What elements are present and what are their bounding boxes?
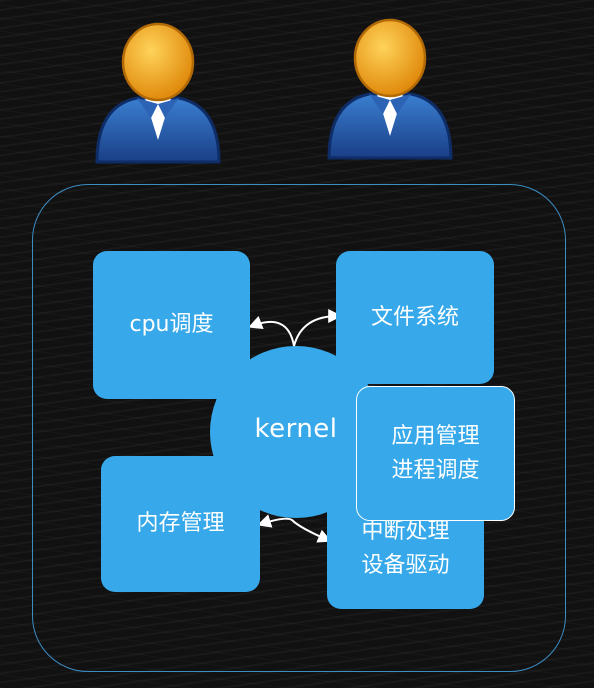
memory-management-box: 内存管理 [101,456,260,592]
app-management-label: 应用管理 [391,423,480,449]
user-icon [91,14,225,164]
interrupt-handling-label: 中断处理 [361,519,450,544]
user-icon [323,10,457,160]
cpu-scheduling-label: cpu调度 [129,312,214,337]
cpu-scheduling-box: cpu调度 [93,251,250,399]
system-boundary [32,184,566,672]
file-system-box: 文件系统 [336,251,494,384]
arrow-bottom [256,514,332,543]
file-system-label: 文件系统 [370,304,459,330]
arrow-top [248,309,343,347]
app-process-box: 应用管理 进程调度 [356,386,515,521]
process-scheduling-label: 进程调度 [391,457,480,483]
kernel-label: kernel [254,414,338,444]
device-driver-label: 设备驱动 [361,553,450,578]
memory-management-label: 内存管理 [136,511,225,536]
